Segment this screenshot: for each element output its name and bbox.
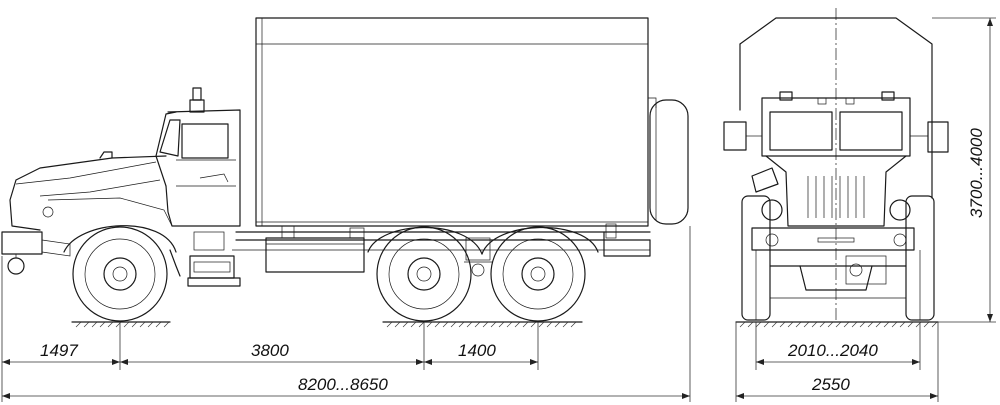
dim-overall-width: 2550 <box>811 375 850 394</box>
front-view <box>723 8 949 328</box>
dim-rear-axle-spacing: 1400 <box>458 341 496 360</box>
front-wheels-front-view <box>741 195 935 321</box>
box-body <box>255 17 649 227</box>
side-view <box>1 17 689 328</box>
front-bumper <box>1 231 71 275</box>
fuel-tank <box>265 225 365 273</box>
dim-overall-height: 3700...4000 <box>967 128 986 218</box>
cab-step <box>187 255 241 287</box>
dim-track-width: 2010...2040 <box>787 341 878 360</box>
cab <box>155 87 241 251</box>
ground-line-side <box>71 321 583 328</box>
dim-overall-length: 8200...8650 <box>298 375 388 394</box>
front-axle <box>769 255 907 299</box>
rear-bogie <box>367 226 599 277</box>
body-front-outline <box>739 17 933 199</box>
hood <box>9 151 173 231</box>
rear-wheel <box>490 226 586 322</box>
cab-front <box>723 91 949 157</box>
middle-wheel <box>376 226 472 322</box>
chassis-frame <box>232 223 651 257</box>
front-wheel <box>72 226 168 322</box>
front-fender <box>63 225 181 277</box>
spare-wheel <box>648 97 689 225</box>
ground-line-front <box>735 321 939 328</box>
dim-front-overhang: 1497 <box>40 341 78 360</box>
grille <box>751 155 911 227</box>
dimension-lines <box>1 17 996 402</box>
dim-wheelbase: 3800 <box>251 341 289 360</box>
front-bumper-front-view <box>751 227 915 251</box>
